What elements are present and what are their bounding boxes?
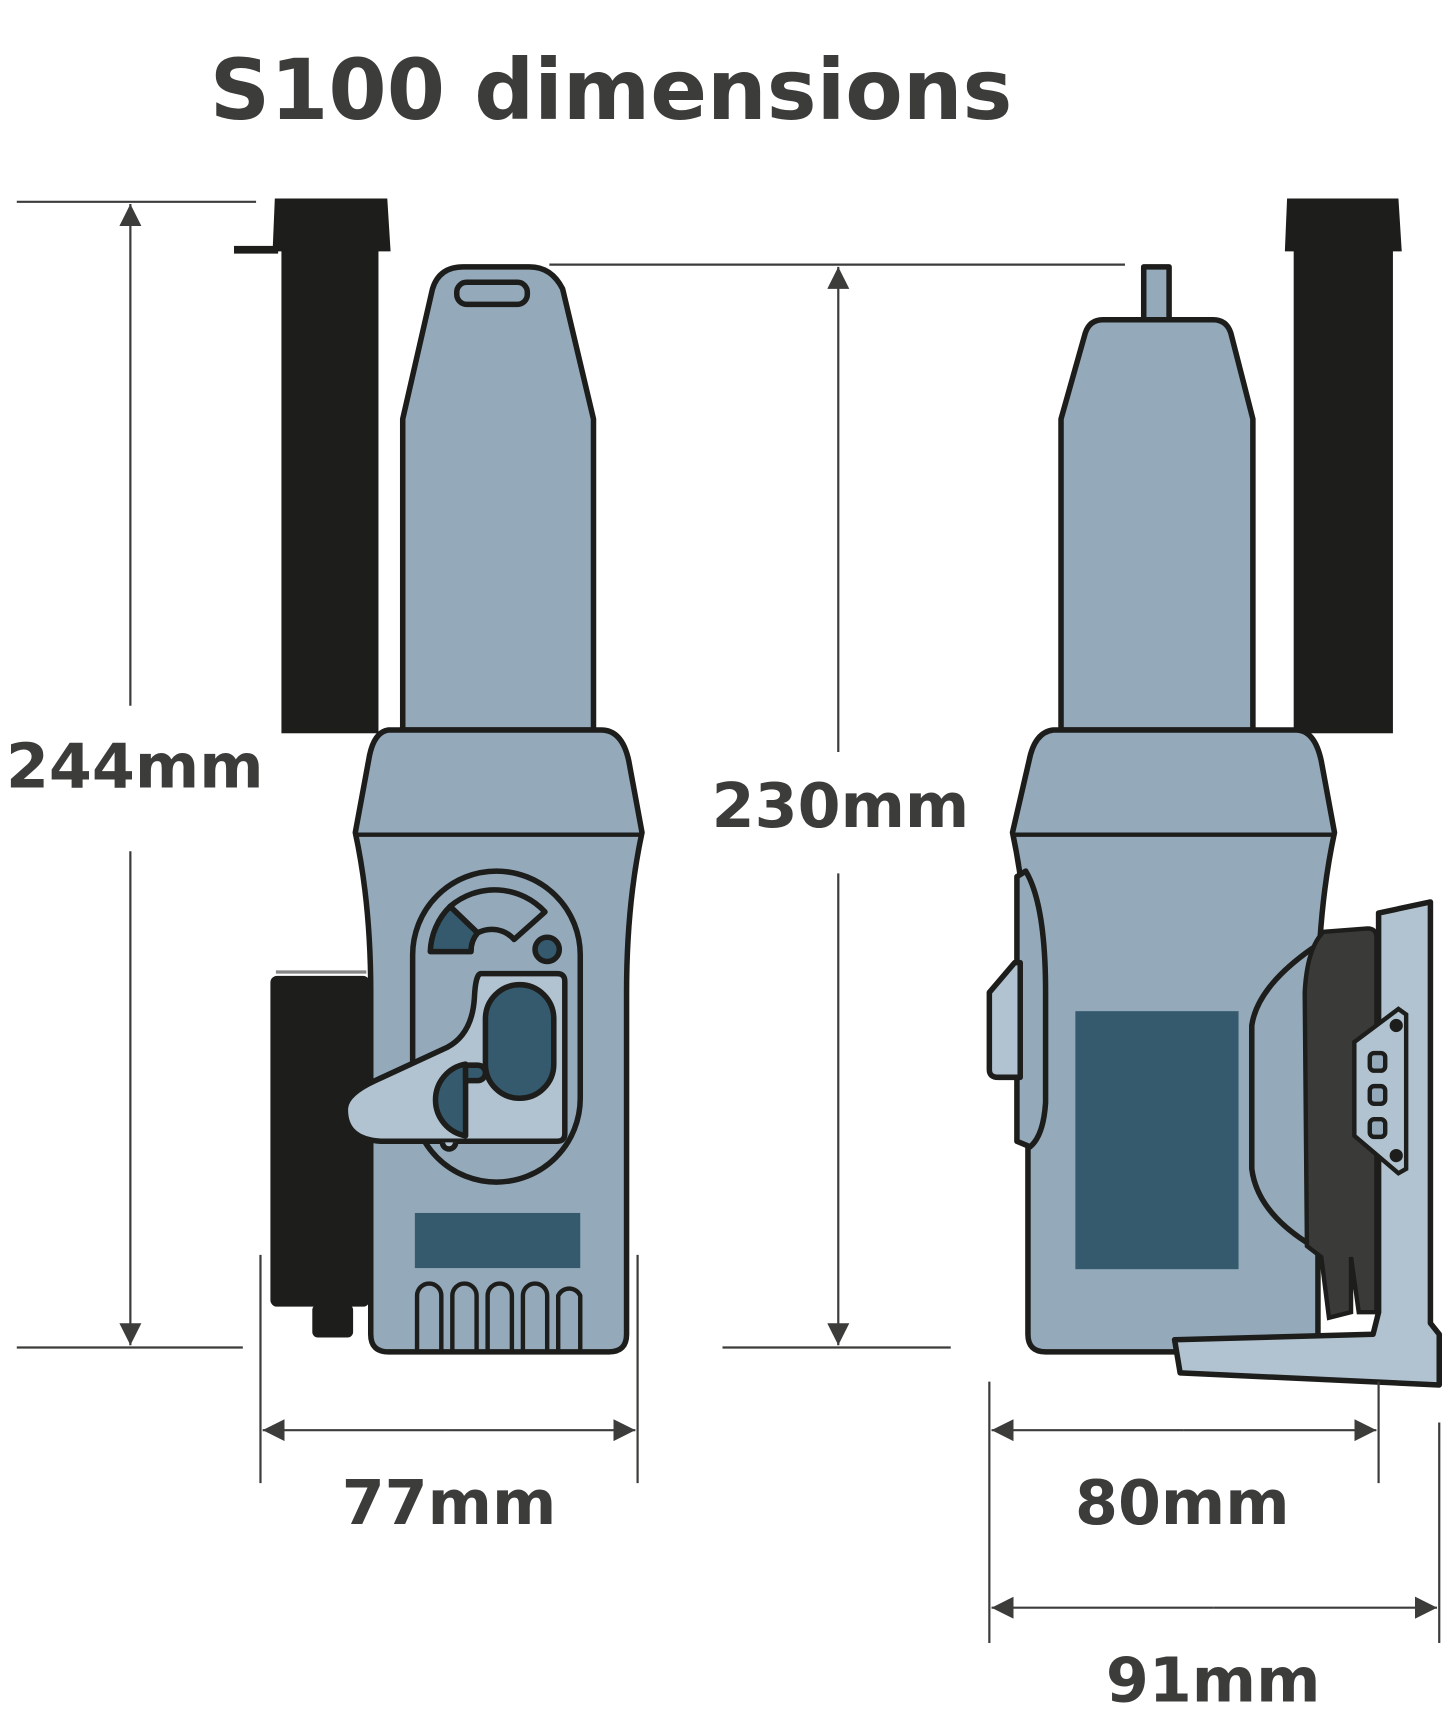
side-display	[1075, 1011, 1239, 1270]
indicator-light	[532, 934, 563, 965]
vents	[414, 1281, 583, 1352]
antenna-cap	[1284, 198, 1402, 252]
trigger-button	[482, 981, 557, 1102]
side-button	[986, 959, 1023, 1081]
antenna	[281, 248, 379, 734]
front-view-device	[234, 198, 645, 1355]
battery-pack	[270, 975, 370, 1307]
half-button	[432, 1061, 469, 1139]
battery-knob	[312, 1304, 354, 1338]
label-77mm: 77mm	[342, 1467, 557, 1539]
gauge-outline	[447, 887, 548, 943]
dimension-total-height: 244mm	[6, 200, 264, 1349]
dimension-body-depth: 80mm	[988, 1381, 1380, 1643]
antenna	[1293, 248, 1393, 734]
dimension-front-width: 77mm	[259, 1254, 639, 1539]
label-91mm: 91mm	[1106, 1644, 1321, 1716]
side-view-device	[986, 198, 1442, 1388]
title: S100 dimensions	[210, 41, 1013, 139]
neck	[399, 264, 597, 733]
antenna-cap	[272, 198, 391, 252]
label-230mm: 230mm	[712, 770, 970, 842]
dimension-body-height: 230mm	[549, 263, 1125, 1349]
display	[414, 1212, 581, 1269]
neck	[1058, 317, 1256, 733]
label-244mm: 244mm	[6, 730, 264, 802]
dimension-total-depth: 91mm	[991, 1422, 1441, 1716]
label-80mm: 80mm	[1075, 1467, 1290, 1539]
clip-ribs	[1352, 1006, 1409, 1176]
clip-guard	[1249, 945, 1316, 1249]
handle-hole	[453, 279, 531, 308]
clip-grip	[1302, 926, 1379, 1321]
